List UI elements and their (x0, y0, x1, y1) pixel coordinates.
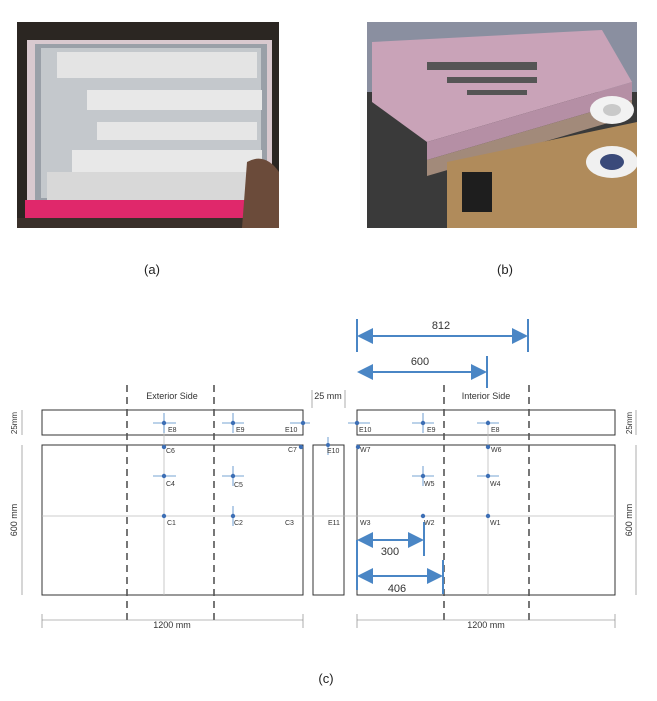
thickness-right-label: 25mm (625, 412, 634, 435)
svg-text:E9: E9 (427, 427, 436, 434)
right-main-panel (356, 444, 616, 596)
svg-text:W3: W3 (360, 520, 371, 527)
sensor-E8-left: E8 (153, 413, 177, 434)
svg-text:E10: E10 (359, 427, 372, 434)
sensor-W3: W3 (360, 520, 371, 527)
sensor-C6: C6 (161, 444, 175, 455)
photo-b-foam-board-stack (367, 22, 637, 228)
exterior-side-label: Exterior Side (146, 391, 198, 401)
sensor-W6: W6 (485, 444, 502, 454)
dim-300-label: 300 (381, 546, 399, 558)
sensor-W4: W4 (477, 473, 501, 488)
width-right-label: 1200 mm (467, 620, 505, 630)
caption-b: (b) (497, 262, 513, 277)
dim-406-label: 406 (388, 583, 406, 595)
svg-text:E10: E10 (285, 427, 298, 434)
dim-812-label: 812 (432, 320, 450, 332)
dim-600-label: 600 (411, 356, 429, 368)
width-left-label: 1200 mm (153, 620, 191, 630)
sensor-E8-right: E8 (477, 420, 500, 434)
insulation-panel-photo-icon (17, 22, 279, 228)
caption-a: (a) (144, 262, 160, 277)
sensor-W5: W5 (412, 466, 435, 488)
svg-text:C3: C3 (285, 520, 294, 527)
sensor-C7: C7 (288, 444, 304, 454)
sensor-E10-left: E10 (285, 420, 310, 434)
svg-text:W5: W5 (424, 481, 435, 488)
sensor-W2: W2 (420, 513, 435, 527)
sensor-C1: C1 (161, 513, 176, 527)
sensor-C2: C2 (230, 506, 243, 527)
svg-text:W2: W2 (424, 520, 435, 527)
svg-text:W7: W7 (360, 447, 371, 454)
svg-text:E10: E10 (327, 448, 340, 455)
sensor-E9-left: E9 (222, 413, 245, 434)
sensor-W7: W7 (355, 444, 371, 454)
sensor-W1: W1 (485, 513, 501, 527)
sensor-E10-right: E10 (348, 420, 372, 434)
svg-text:C2: C2 (234, 520, 243, 527)
svg-text:C5: C5 (234, 482, 243, 489)
sensor-E10-middle: E10 (326, 437, 340, 455)
svg-text:E11: E11 (328, 520, 340, 527)
foam-board-stack-photo-icon (367, 22, 637, 228)
svg-text:W6: W6 (491, 447, 502, 454)
caption-c: (c) (318, 671, 334, 686)
dim-25mm-label: 25 mm (314, 391, 342, 401)
svg-text:C1: C1 (167, 520, 176, 527)
sensor-layout-diagram: 812 600 Exterior Side Interior Side 25 m… (9, 319, 637, 630)
sensor-C3: C3 (285, 520, 294, 527)
left-main-panel (41, 444, 304, 596)
sensor-C4: C4 (153, 473, 176, 488)
svg-text:E9: E9 (236, 427, 245, 434)
svg-text:C6: C6 (166, 448, 175, 455)
height-right-label: 600 mm (624, 504, 634, 537)
interior-side-label: Interior Side (462, 391, 511, 401)
height-left-label: 600 mm (9, 504, 19, 537)
photo-a-insulation-panel (17, 22, 279, 228)
sensor-C5: C5 (222, 466, 244, 489)
svg-text:E8: E8 (491, 427, 500, 434)
svg-text:C7: C7 (288, 447, 297, 454)
sensor-E9-right: E9 (412, 413, 436, 434)
svg-text:W1: W1 (490, 520, 501, 527)
svg-text:E8: E8 (168, 427, 177, 434)
svg-text:C4: C4 (166, 481, 175, 488)
thickness-left-label: 25mm (10, 412, 19, 435)
sensor-E11-middle: E11 (328, 520, 340, 527)
svg-text:W4: W4 (490, 481, 501, 488)
